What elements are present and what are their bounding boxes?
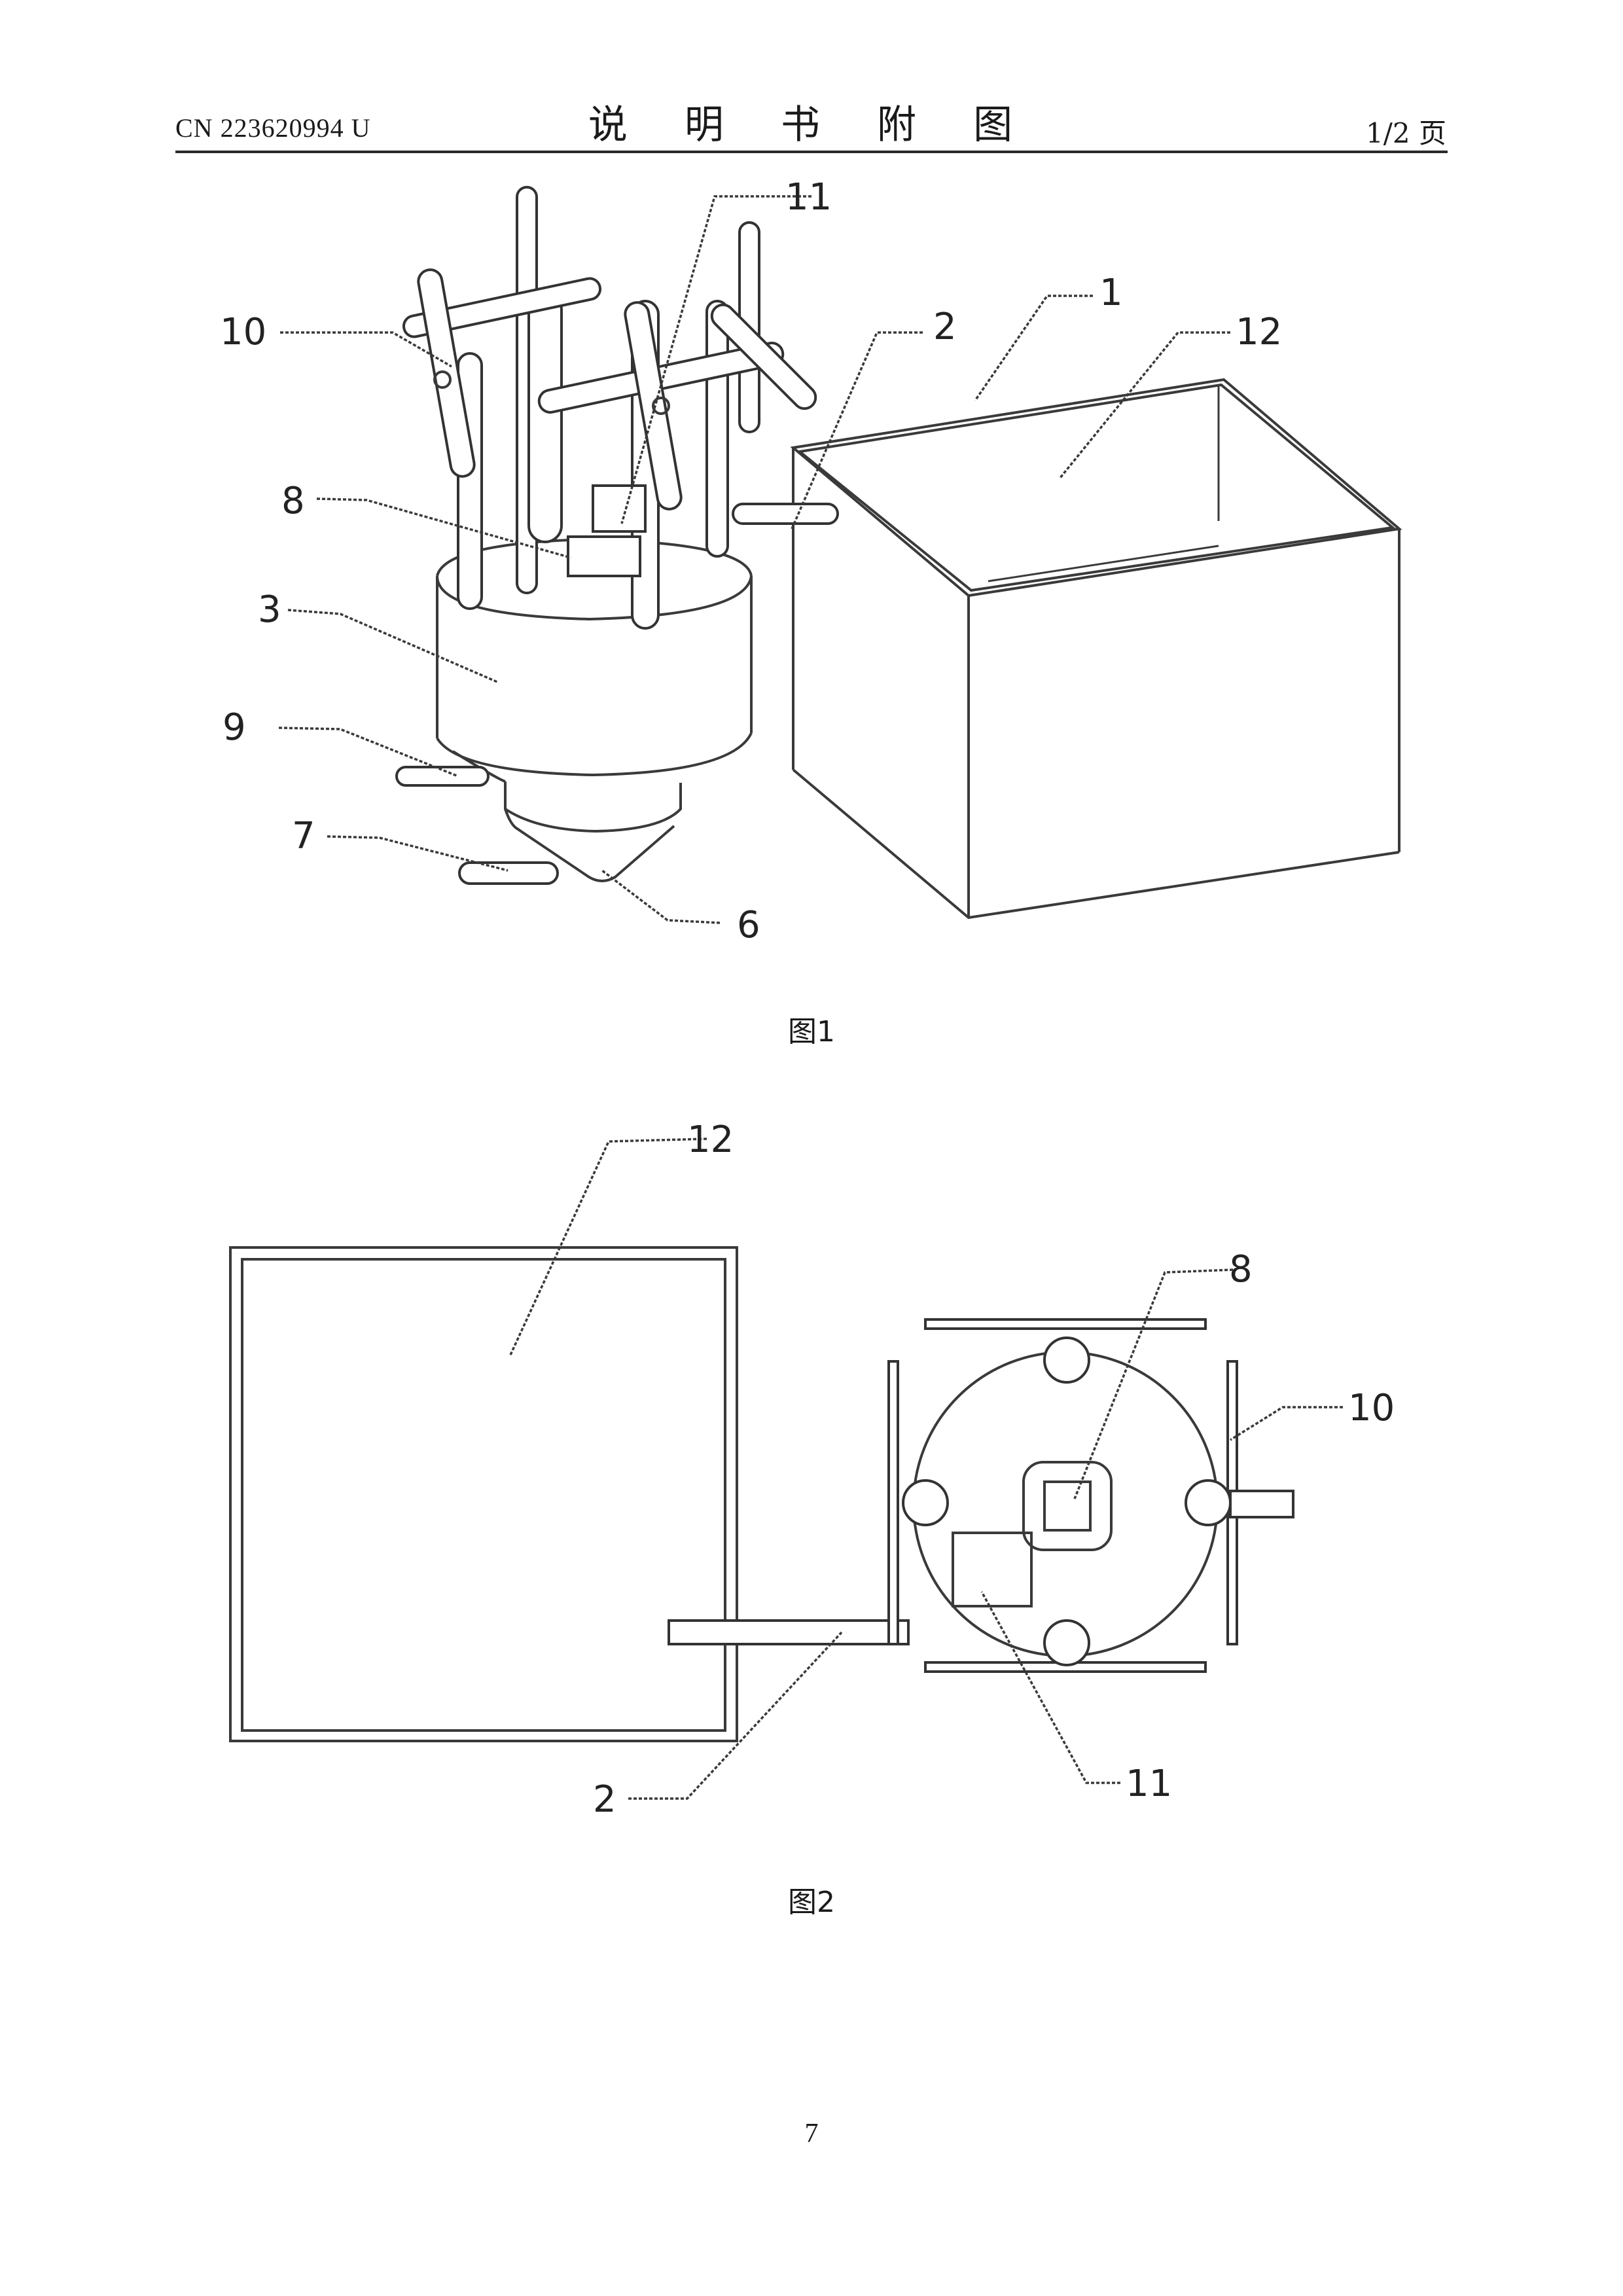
fig1-label-11: 11 xyxy=(785,176,832,219)
fig2-label-8: 8 xyxy=(1229,1248,1253,1291)
fig2-label-10: 10 xyxy=(1348,1387,1395,1429)
page-number: 7 xyxy=(0,2118,1623,2149)
fig1-label-10: 10 xyxy=(220,311,266,353)
fig1-label-8: 8 xyxy=(281,480,305,522)
fig1-label-3: 3 xyxy=(258,588,281,631)
figure-1-drawing: 11 10 2 1 12 8 3 9 7 6 xyxy=(220,176,1399,946)
fig1-label-6: 6 xyxy=(737,904,760,946)
figure-2-drawing: 12 8 10 2 11 xyxy=(230,1119,1395,1821)
figure-2-caption: 图2 xyxy=(0,1878,1623,1920)
fig1-label-1: 1 xyxy=(1099,272,1123,314)
fig2-label-11: 11 xyxy=(1126,1763,1172,1805)
figure-1-caption: 图1 xyxy=(0,1008,1623,1050)
fig1-label-2: 2 xyxy=(933,306,957,348)
fig1-label-7: 7 xyxy=(292,815,315,857)
tank-box xyxy=(793,380,1399,918)
fig1-label-12: 12 xyxy=(1236,311,1282,353)
fig1-label-9: 9 xyxy=(223,706,246,749)
agitator-frame xyxy=(402,187,820,628)
fig2-label-12: 12 xyxy=(687,1119,734,1161)
fig2-label-2: 2 xyxy=(593,1778,616,1821)
